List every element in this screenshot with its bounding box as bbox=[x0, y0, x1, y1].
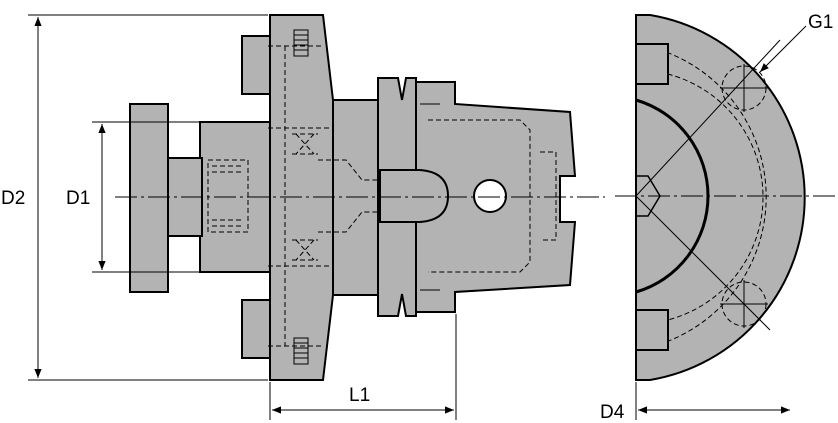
side-view bbox=[115, 14, 605, 381]
front-flange-disc bbox=[635, 14, 806, 381]
taper-edge-line bbox=[420, 103, 440, 291]
label-g1: G1 bbox=[808, 12, 833, 33]
front-pitch-arc bbox=[635, 43, 767, 351]
front-slot-bottom bbox=[635, 309, 669, 351]
label-d4: D4 bbox=[600, 402, 625, 423]
front-bolt-circle bbox=[635, 69, 764, 325]
thread-hidden bbox=[207, 159, 249, 233]
diagonal-lower bbox=[635, 195, 771, 331]
drive-slot-hidden bbox=[540, 151, 557, 241]
body-hidden-lines bbox=[268, 45, 378, 347]
flange-bolt-bottom bbox=[293, 337, 309, 365]
front-view bbox=[615, 14, 836, 381]
g1-leader bbox=[759, 25, 807, 73]
shank-internal-hidden bbox=[428, 119, 531, 273]
cross-screw-lower bbox=[292, 239, 318, 261]
lower-flange-lug bbox=[241, 299, 273, 359]
label-d1: D1 bbox=[66, 188, 90, 209]
label-d2: D2 bbox=[1, 188, 25, 209]
dimensions bbox=[28, 14, 807, 420]
diagonal-upper bbox=[635, 39, 781, 197]
label-l1: L1 bbox=[349, 385, 370, 406]
upper-flange-lug bbox=[241, 35, 273, 95]
front-slot-top bbox=[635, 43, 669, 85]
coupling-plug bbox=[379, 169, 450, 223]
cross-hole bbox=[473, 179, 507, 213]
cross-screw-upper bbox=[292, 133, 318, 155]
flange-bolt-top bbox=[293, 29, 309, 57]
end-disc bbox=[129, 103, 169, 293]
bolt-hole-upper-cross bbox=[720, 64, 768, 112]
